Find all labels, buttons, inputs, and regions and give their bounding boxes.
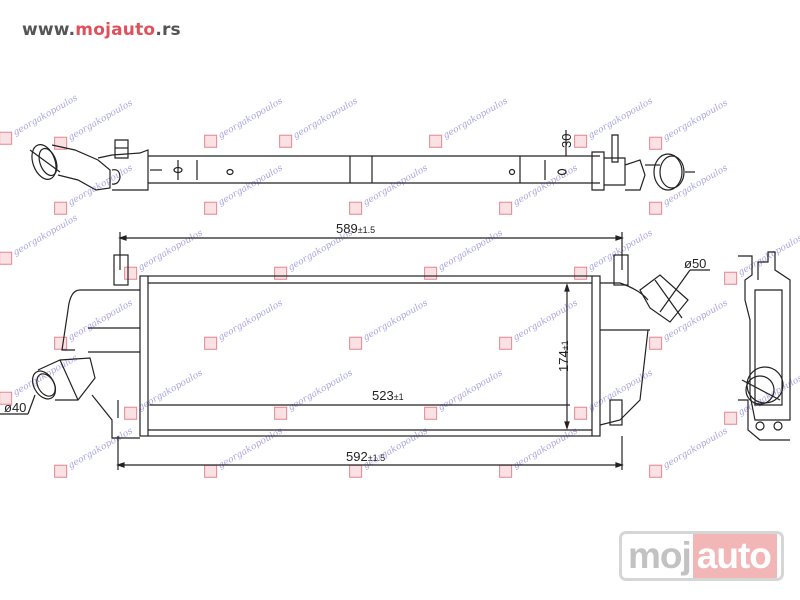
dim-top-width: 589±1.5 — [336, 221, 375, 236]
dim-core-width: 523±1 — [372, 388, 404, 403]
top-view: 30 — [29, 130, 695, 191]
site-url: www.mojauto.rs — [22, 20, 181, 40]
url-suffix: .rs — [155, 20, 181, 40]
footer-logo: moj auto — [619, 531, 784, 581]
dim-inlet-diameter: ø40 — [4, 400, 26, 415]
footer-logo-part1: moj — [628, 535, 692, 576]
dim-bottom-width: 592±1.5 — [346, 449, 385, 464]
dim-outlet-diameter: ø50 — [684, 256, 706, 271]
front-view: ø40 ø50 174±1 523±1 592±1.5 589±1.5 — [0, 221, 710, 470]
url-prefix: www. — [22, 20, 76, 40]
dim-height-30: 30 — [559, 134, 574, 148]
footer-logo-part2: auto — [692, 534, 777, 578]
side-view — [738, 251, 791, 441]
dim-core-height: 174±1 — [556, 340, 571, 372]
url-brand: mojauto — [75, 20, 156, 40]
